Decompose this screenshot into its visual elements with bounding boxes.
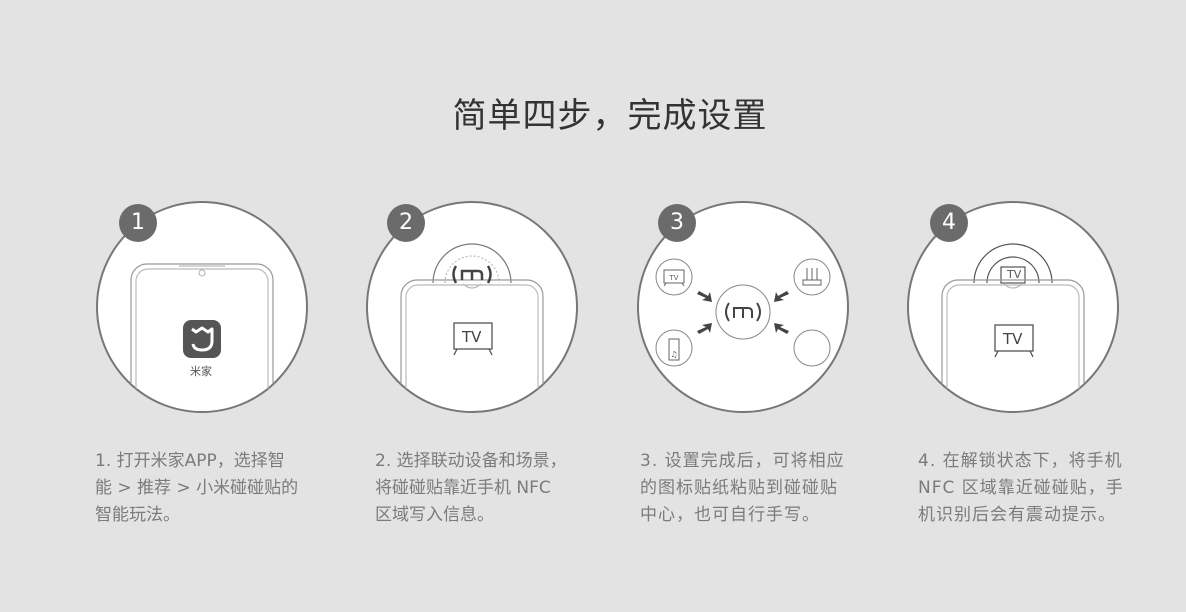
speaker-sticker-icon: ♫ [668,338,680,361]
step-1: 米家 1 1. 打开米家APP，选择智 能 > 推荐 > 小米碰碰贴的 智能玩法… [95,200,355,530]
step-description: 2. 选择联动设备和场景， 将碰碰贴靠近手机 NFC 区域写入信息。 [375,451,567,525]
arrow-icons [697,291,789,334]
step-number-badge: 2 [387,204,425,242]
tv-icon [453,322,493,356]
tv-label: TV [1003,330,1023,348]
tv-label: TV [462,328,482,346]
svg-text:TV: TV [670,275,679,282]
step-3: TV ♫ 3 3. 设置完成后，可将相应 的图标贴纸粘贴到碰碰贴 中心，也可自行… [636,200,896,530]
step-number-badge: 3 [658,204,696,242]
step-4-illustration: TV TV [906,200,1122,416]
step-2: TV 2 2. 选择联动设备和场景， 将碰碰贴靠近手机 NFC 区域写入信息。 [365,200,625,530]
step-description: 3. 设置完成后，可将相应 的图标贴纸粘贴到碰碰贴 中心，也可自行手写。 [640,451,845,525]
step-description: 4. 在解锁状态下，将手机 NFC 区域靠近碰碰贴，手 机识别后会有震动提示。 [918,451,1124,525]
sticker-tv-label: TV [1007,268,1022,281]
router-sticker-icon [802,268,822,286]
page-title: 简单四步，完成设置 [452,96,768,136]
tv-sticker-icon [663,269,685,287]
step-3-illustration: TV ♫ [636,200,852,416]
step-1-illustration: 米家 [95,200,311,416]
app-label: 米家 [190,365,212,378]
step-description: 1. 打开米家APP，选择智 能 > 推荐 > 小米碰碰贴的 智能玩法。 [95,451,299,525]
tv-icon [994,324,1034,358]
mi-nfc-logo-icon [452,265,492,284]
step-4: TV TV 4 4. 在解锁状态下，将手机 NFC 区域靠近碰碰贴，手 机识别后… [906,200,1166,530]
mijia-app-icon [183,320,221,358]
step-number-badge: 4 [930,204,968,242]
step-number-badge: 1 [119,204,157,242]
mi-nfc-logo-icon [725,302,761,322]
svg-text:♫: ♫ [670,350,677,359]
step-2-illustration: TV [365,200,581,416]
